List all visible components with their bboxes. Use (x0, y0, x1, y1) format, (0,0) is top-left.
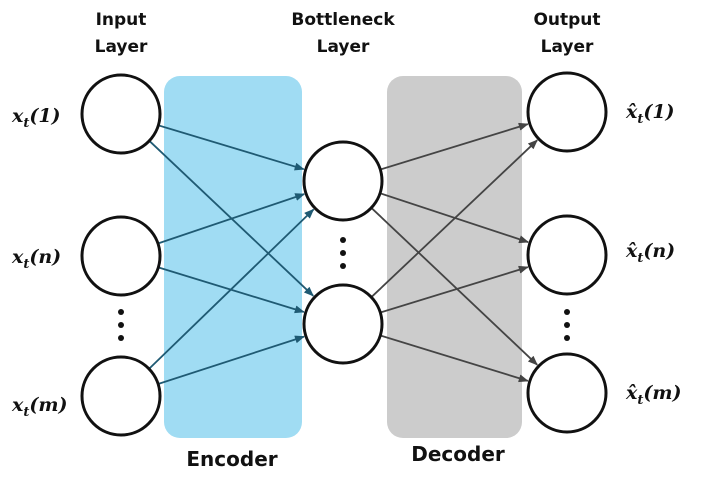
output-layer-title-line2: Layer (541, 37, 594, 57)
ellipsis-dot (564, 322, 570, 328)
output-label-m: x̂t(m) (625, 382, 681, 408)
input-node (80, 355, 162, 437)
ellipsis-dot (340, 250, 346, 256)
decoder-band (387, 76, 522, 438)
ellipsis-dot (340, 237, 346, 243)
input-node (80, 73, 162, 155)
ellipsis-dot (118, 322, 124, 328)
encoder-connection-arrow (148, 208, 315, 370)
ellipsis-dots (118, 237, 570, 341)
decoder-connection-arrow (370, 207, 538, 366)
output-node (526, 214, 608, 296)
output-label-n: x̂t(n) (625, 240, 675, 266)
input-label-1: xt(1) (11, 105, 61, 131)
decoder-label: Decoder (411, 442, 505, 466)
ellipsis-dot (118, 309, 124, 315)
bottleneck-node (302, 283, 384, 365)
output-label-1: x̂t(1) (625, 101, 675, 127)
encoder-band (164, 76, 302, 438)
decoder-connection-arrow (370, 139, 538, 298)
output-node (526, 352, 608, 434)
output-layer-title-line1: Output (533, 10, 600, 30)
encoder-label: Encoder (186, 447, 277, 471)
bottleneck-node (302, 140, 384, 222)
output-node (526, 71, 608, 153)
ellipsis-dot (118, 335, 124, 341)
decoder-connection-arrow (380, 265, 529, 314)
ellipsis-dot (564, 309, 570, 315)
input-label-n: xt(n) (11, 246, 61, 272)
bottleneck-layer-title-line2: Layer (317, 37, 370, 57)
output-layer (526, 71, 608, 434)
decoder-connection-arrow (380, 122, 529, 171)
decoder-connection-arrow (379, 192, 530, 244)
connections (148, 122, 538, 385)
bottleneck-layer-title-line1: Bottleneck (291, 10, 395, 30)
input-layer (80, 73, 162, 437)
input-layer-title-line2: Layer (95, 37, 148, 57)
ellipsis-dot (340, 263, 346, 269)
decoder-connection-arrow (380, 334, 529, 383)
encoder-connection-arrow (157, 193, 306, 245)
input-layer-title-line1: Input (96, 10, 147, 30)
encoder-connection-arrow (158, 124, 305, 171)
input-node (80, 215, 162, 297)
encoder-connection-arrow (157, 335, 305, 385)
input-label-m: xt(m) (11, 394, 67, 420)
bottleneck-layer (302, 140, 384, 365)
ellipsis-dot (564, 335, 570, 341)
